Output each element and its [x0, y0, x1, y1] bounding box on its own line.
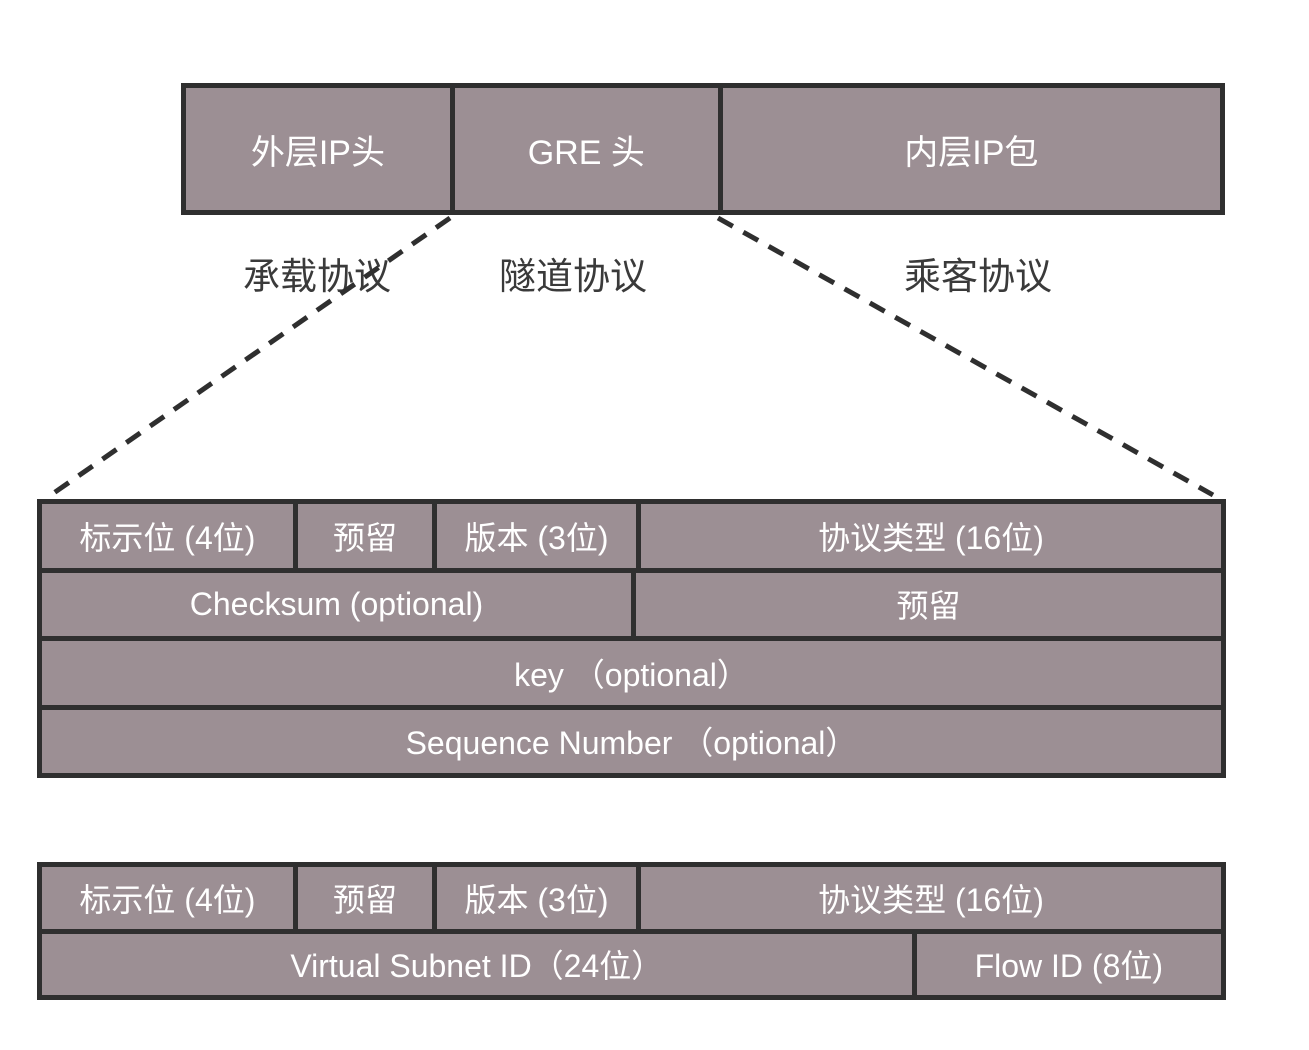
packet-segment-label: GRE 头: [527, 133, 645, 172]
field-cell-protocol-type: 协议类型 (16位): [640, 504, 1222, 568]
field-label: 预留: [896, 588, 961, 625]
table-row: key （optional）: [42, 641, 1221, 705]
field-cell-key: key （optional）: [42, 641, 1221, 705]
packet-segment-inner-ip-packet: 内层IP包: [722, 88, 1220, 210]
protocol-label-carrier: 承载协议: [243, 256, 391, 297]
packet-segment-label: 外层IP头: [250, 133, 385, 172]
field-label: 标示位 (4位): [79, 519, 256, 556]
field-cell-reserved2: 预留: [635, 572, 1221, 636]
field-cell-checksum: Checksum (optional): [42, 572, 631, 636]
protocol-label-passenger: 乘客协议: [904, 256, 1052, 297]
packet-segment-outer-ip-header: 外层IP头: [186, 88, 450, 210]
field-label: 版本 (3位): [464, 519, 609, 556]
gre-header-field-table: 标示位 (4位) 预留 版本 (3位) 协议类型 (16位) Checksum …: [37, 499, 1226, 778]
protocol-label-tunnel: 隧道协议: [499, 256, 647, 297]
field-label: key （optional）: [514, 656, 749, 693]
field-cell-reserved: 预留: [297, 867, 433, 929]
field-cell-sequence-number: Sequence Number （optional）: [42, 709, 1221, 773]
nvgre-header-field-table: 标示位 (4位) 预留 版本 (3位) 协议类型 (16位) Virtual S…: [37, 862, 1226, 1000]
field-label: Sequence Number （optional）: [405, 725, 858, 762]
field-label: 版本 (3位): [464, 881, 609, 918]
field-cell-reserved: 预留: [297, 504, 433, 568]
field-label: 协议类型 (16位): [818, 881, 1044, 918]
table-row: Sequence Number （optional）: [42, 709, 1221, 773]
field-label: 预留: [332, 519, 397, 556]
field-cell-version: 版本 (3位): [437, 867, 636, 929]
field-label: 协议类型 (16位): [818, 519, 1044, 556]
packet-structure-row: 外层IP头 GRE 头 内层IP包: [181, 83, 1225, 215]
table-row: 标示位 (4位) 预留 版本 (3位) 协议类型 (16位): [42, 504, 1222, 568]
field-label: 预留: [332, 881, 397, 918]
packet-segment-gre-header: GRE 头: [454, 88, 718, 210]
table-row: Checksum (optional) 预留: [42, 572, 1221, 636]
table-row: 标示位 (4位) 预留 版本 (3位) 协议类型 (16位): [42, 867, 1222, 929]
field-cell-version: 版本 (3位): [437, 504, 636, 568]
field-label: 标示位 (4位): [79, 881, 256, 918]
table-row: Virtual Subnet ID（24位） Flow ID (8位): [42, 933, 1221, 995]
field-label: Virtual Subnet ID（24位）: [290, 948, 664, 985]
field-label: Flow ID (8位): [974, 948, 1164, 985]
field-cell-flow-id: Flow ID (8位): [916, 933, 1221, 995]
field-cell-protocol-type: 协议类型 (16位): [640, 867, 1222, 929]
field-cell-flags: 标示位 (4位): [42, 867, 293, 929]
field-cell-flags: 标示位 (4位): [42, 504, 293, 568]
packet-segment-label: 内层IP包: [904, 133, 1039, 172]
field-cell-virtual-subnet-id: Virtual Subnet ID（24位）: [42, 933, 912, 995]
field-label: Checksum (optional): [189, 585, 484, 622]
